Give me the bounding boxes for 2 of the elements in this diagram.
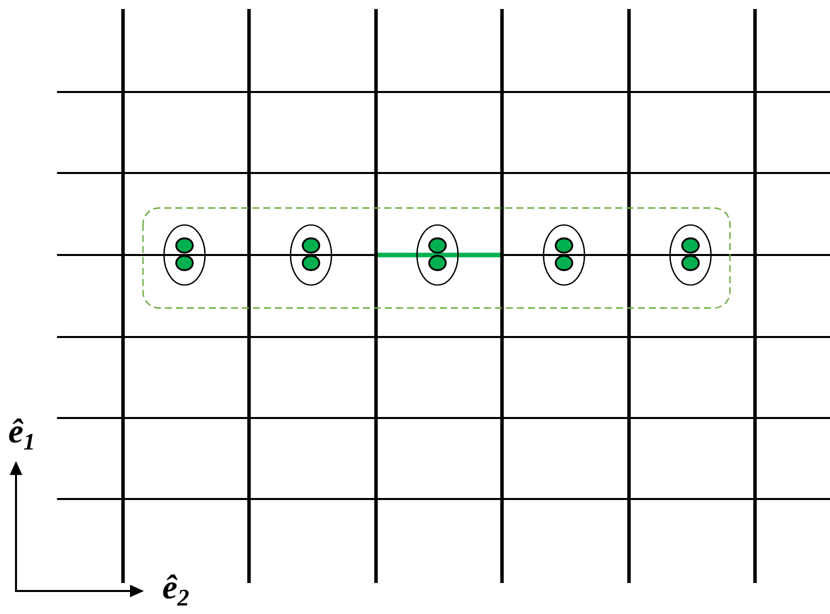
axis-label: ê$_{2}$ [163, 574, 189, 606]
axis-label: ê$_{1}$ [9, 418, 33, 450]
